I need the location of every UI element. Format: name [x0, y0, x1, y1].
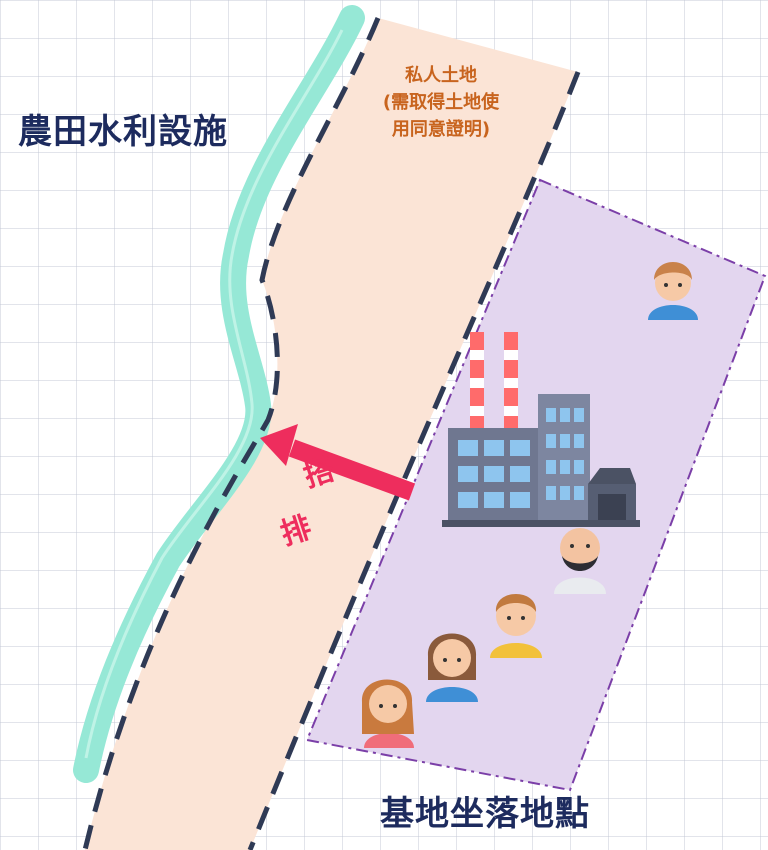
- irrigation-canal: [73, 5, 365, 783]
- woman-icon: [426, 633, 478, 702]
- irrigation-facility-label: 農田水利設施: [18, 112, 228, 152]
- girl-icon: [361, 679, 414, 748]
- private-land-area: [85, 18, 578, 850]
- arrow-left-icon: [260, 424, 416, 501]
- right-boundary-line: [247, 71, 581, 850]
- private-land-label-line-2: (需取得土地使: [382, 92, 500, 113]
- private-land-label-line-3: 用同意證明): [391, 119, 491, 140]
- bald-bearded-man-icon: [554, 528, 606, 594]
- site-location-label: 基地坐落地點: [380, 794, 590, 834]
- private-land-label-line-1: 私人土地: [405, 65, 477, 86]
- man-icon: [648, 262, 698, 320]
- canal-highlight: [84, 29, 344, 759]
- private-land-label: 私人土地 (需取得土地使 用同意證明): [336, 62, 546, 143]
- left-boundary-line: [82, 17, 381, 850]
- factory-icon: [442, 332, 640, 527]
- young-man-icon: [490, 594, 542, 658]
